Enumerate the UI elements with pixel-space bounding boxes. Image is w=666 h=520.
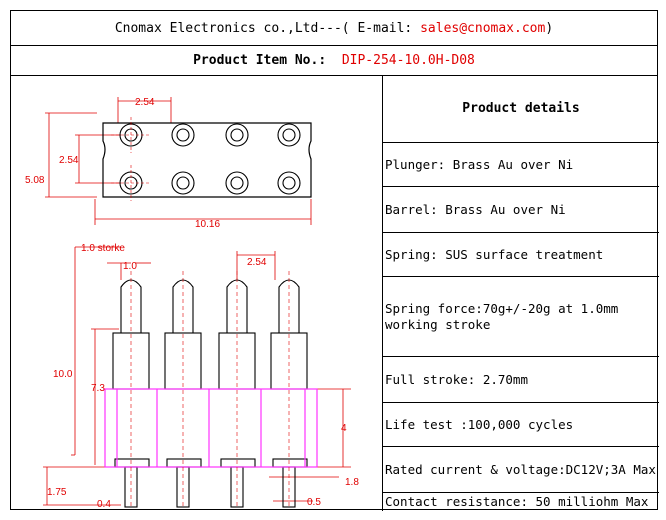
dim-body-height: 4: [341, 423, 347, 434]
dim-pitch-side: 2.54: [247, 257, 267, 268]
dim-tail-pin: 0.5: [307, 497, 321, 508]
dim-plunger-dia: 1.0: [123, 261, 137, 272]
email-link[interactable]: sales@cnomax.com: [420, 20, 546, 36]
header-close: ): [545, 20, 554, 36]
dim-width: 10.16: [195, 219, 220, 230]
detail-plunger: Plunger: Brass Au over Ni: [383, 143, 659, 187]
product-item-number: DIP-254-10.0H-D08: [341, 52, 475, 68]
dim-tail-dia: 1.8: [345, 477, 359, 488]
detail-spring: Spring: SUS surface treatment: [383, 233, 659, 277]
technical-drawing: 2.54 2.54 5.08 10.16 1.0 storke 1.0 2.54…: [25, 97, 359, 510]
header-separator: ---(: [318, 20, 350, 36]
product-details-panel: Product details Plunger: Brass Au over N…: [383, 75, 659, 511]
dim-tail-gap: 0.4: [97, 499, 111, 510]
product-item-row: Product Item No.: DIP-254-10.0H-D08: [11, 45, 657, 76]
email-label: E-mail:: [357, 20, 413, 36]
product-item-label: Product Item No.:: [193, 52, 327, 68]
product-details-title: Product details: [383, 75, 659, 143]
dim-total-height: 10.0: [53, 369, 73, 380]
detail-spring-force: Spring force:70g+/-20g at 1.0mm working …: [383, 277, 659, 357]
dim-stroke-label: 1.0 storke: [81, 243, 125, 254]
detail-barrel: Barrel: Brass Au over Ni: [383, 187, 659, 233]
company-name: Cnomax Electronics co.,Ltd: [114, 20, 319, 36]
company-header: Cnomax Electronics co.,Ltd ---( E-mail: …: [11, 11, 657, 46]
detail-rated-current: Rated current & voltage:DC12V;3A Max: [383, 447, 659, 493]
dim-tail-len: 1.75: [47, 487, 67, 498]
column-divider: [382, 75, 383, 511]
detail-contact-resistance: Contact resistance: 50 milliohm Max: [385, 494, 649, 509]
dim-pitch-top: 2.54: [135, 97, 155, 108]
dim-height-top: 5.08: [25, 175, 45, 186]
dim-row-pitch: 2.54: [59, 155, 79, 166]
detail-life-test: Life test :100,000 cycles: [383, 403, 659, 447]
detail-full-stroke: Full stroke: 2.70mm: [383, 357, 659, 403]
dim-barrel-height: 7.3: [91, 383, 105, 394]
spec-sheet: Cnomax Electronics co.,Ltd ---( E-mail: …: [10, 10, 659, 511]
